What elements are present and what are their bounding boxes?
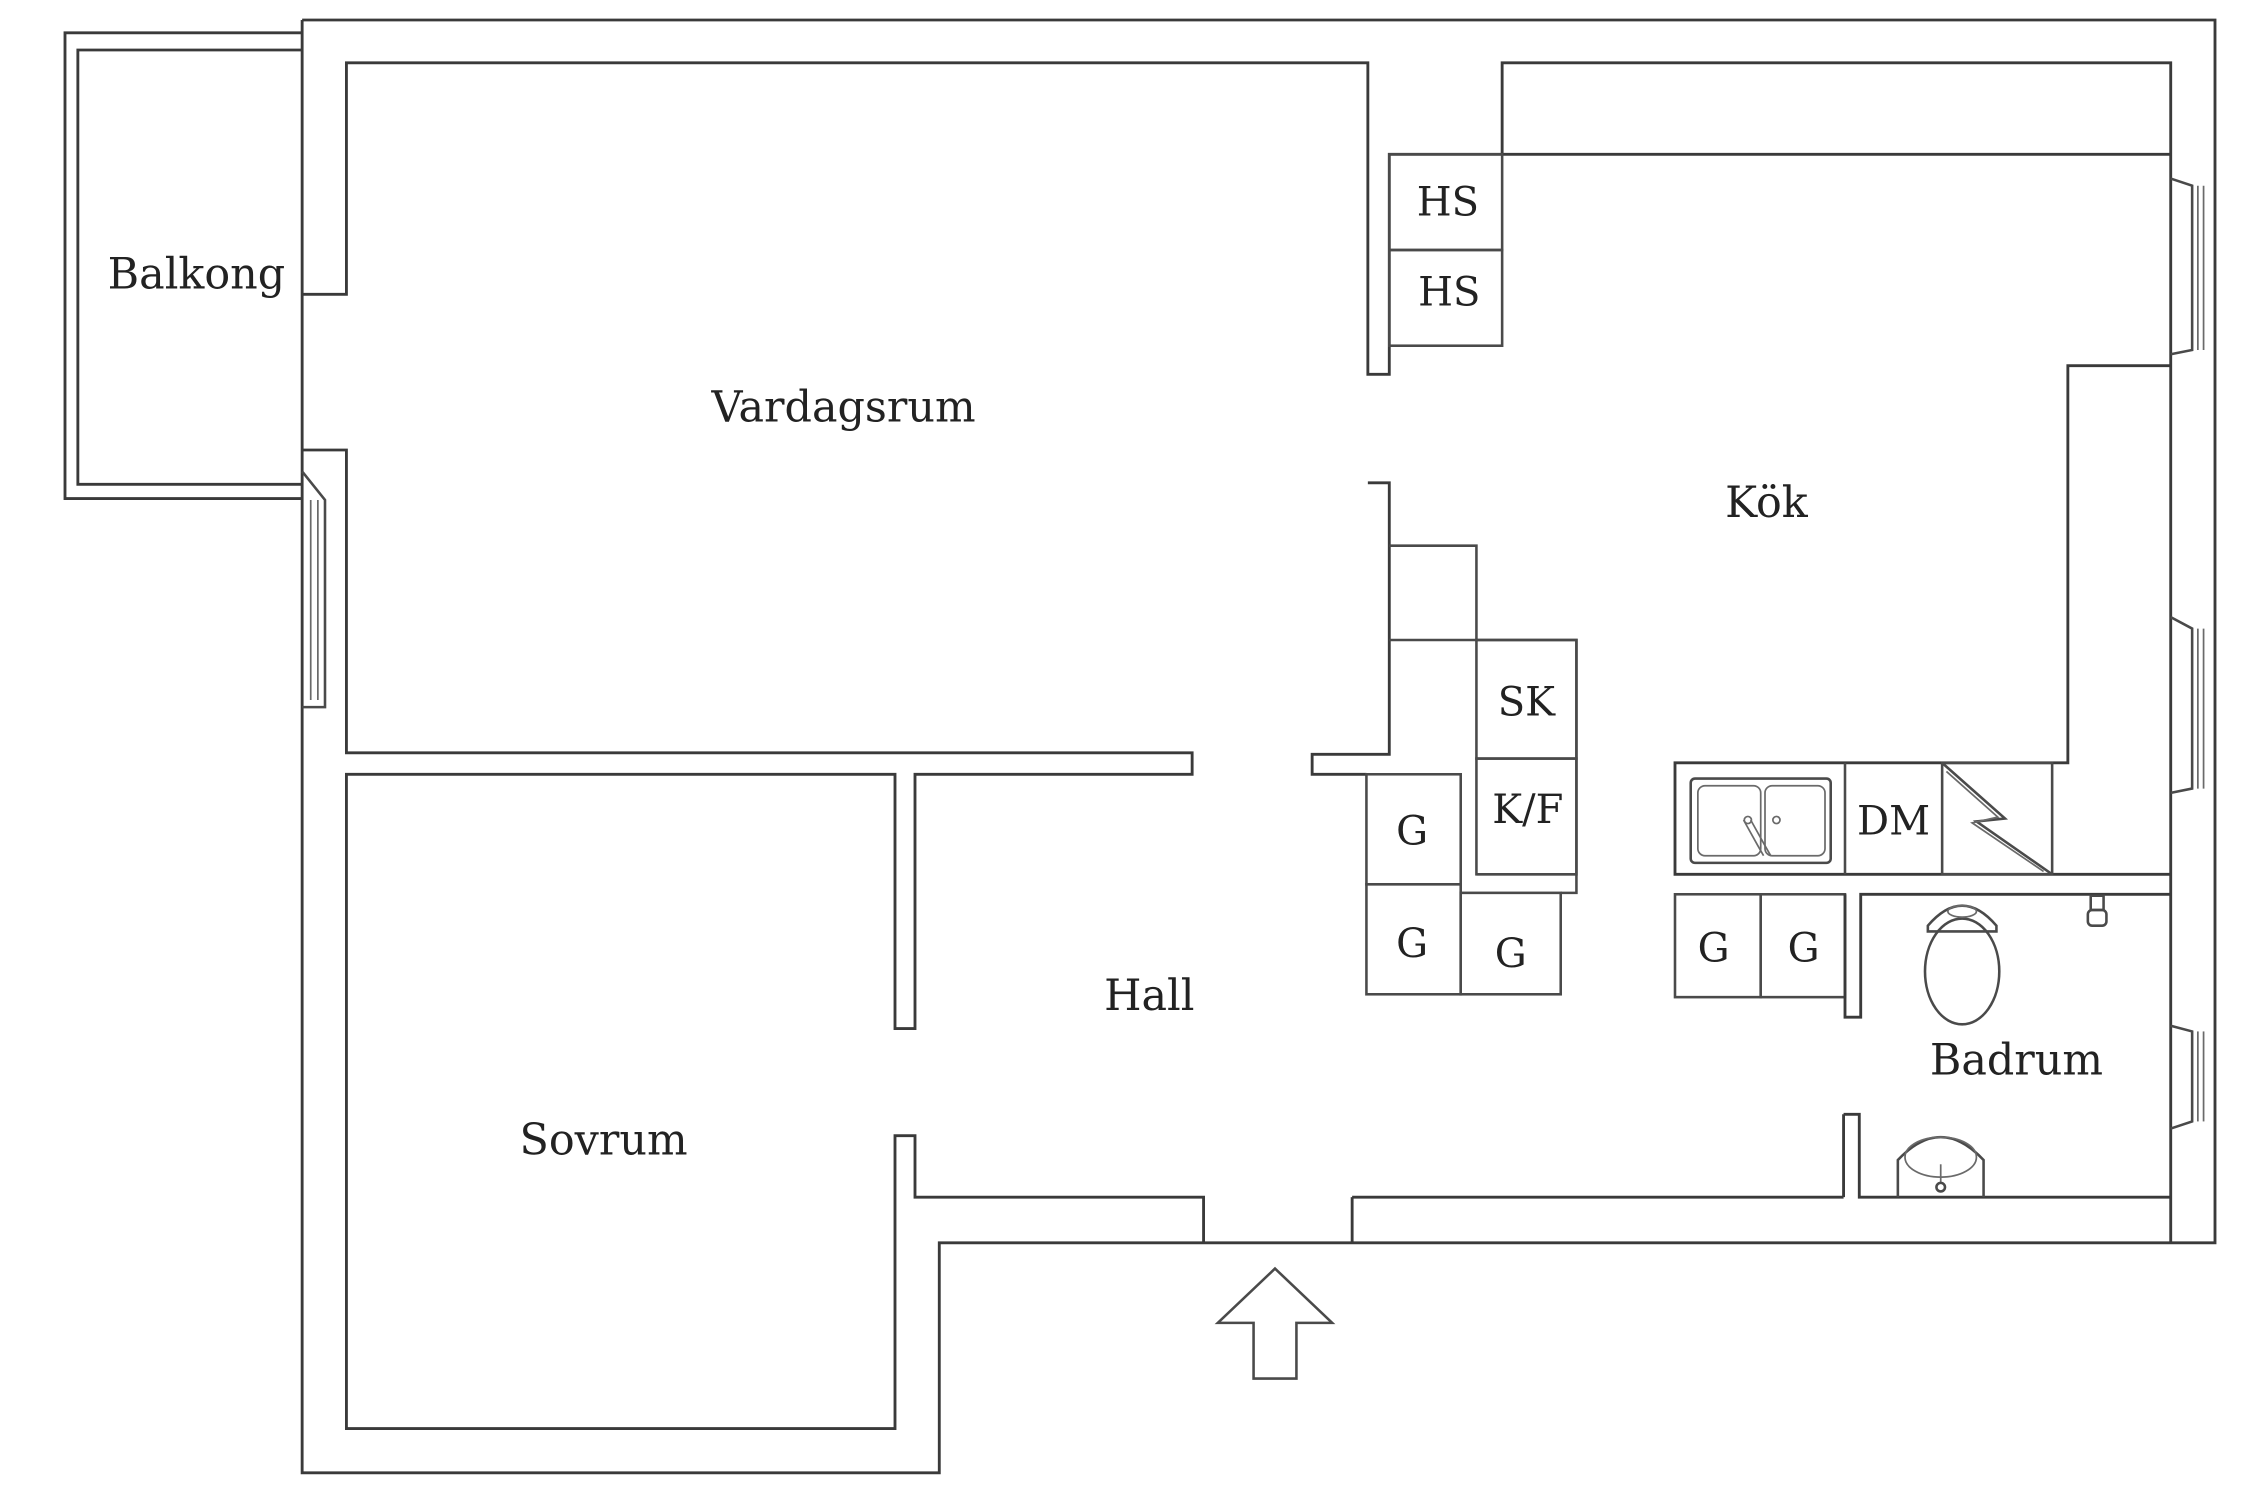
room-label-hall: Hall [1104, 971, 1194, 1021]
bathroom-window [2170, 1024, 2205, 1130]
room-label-badrum: Badrum [1930, 1035, 2103, 1085]
room-label-balkong: Balkong [108, 250, 286, 300]
double-sink-icon [1689, 777, 1832, 865]
balcony [63, 31, 303, 500]
living-room-window [301, 470, 327, 709]
fixture-label-g-hall-1: G [1396, 808, 1428, 854]
wardrobe-hs-lower [1388, 248, 1504, 348]
fixture-label-g-hall-3: G [1495, 931, 1527, 977]
fixture-label-dm: DM [1857, 798, 1930, 844]
stove-icon [1941, 761, 2053, 876]
outer-walls [300, 18, 2217, 1475]
room-label-vardagsrum: Vardagsrum [711, 382, 976, 432]
washbasin-icon [1896, 1136, 1985, 1198]
kitchen-counter [1350, 761, 2171, 1243]
fixture-label-sk: SK [1498, 680, 1556, 726]
entrance-arrow-icon [1214, 1266, 1336, 1380]
water-tap-icon [2086, 894, 2108, 927]
toilet-icon [1923, 904, 2001, 1026]
fixture-label-g-hall-2: G [1396, 921, 1428, 967]
fixture-label-g-kitchen-2: G [1788, 925, 1820, 971]
room-label-kok: Kök [1725, 478, 1809, 528]
hall-cabinets [1365, 544, 1578, 996]
fixture-label-g-kitchen-1: G [1698, 925, 1730, 971]
fixture-label-kf: K/F [1492, 787, 1563, 833]
living-room-walls [302, 61, 2171, 1430]
fixture-label-hs-lower: HS [1418, 270, 1480, 316]
fixture-label-hs-upper: HS [1417, 180, 1479, 226]
kitchen-walls [1500, 61, 2173, 1243]
kitchen-window-upper [2170, 177, 2205, 356]
kitchen-window-lower [2170, 616, 2205, 795]
room-label-sovrum: Sovrum [520, 1115, 688, 1165]
